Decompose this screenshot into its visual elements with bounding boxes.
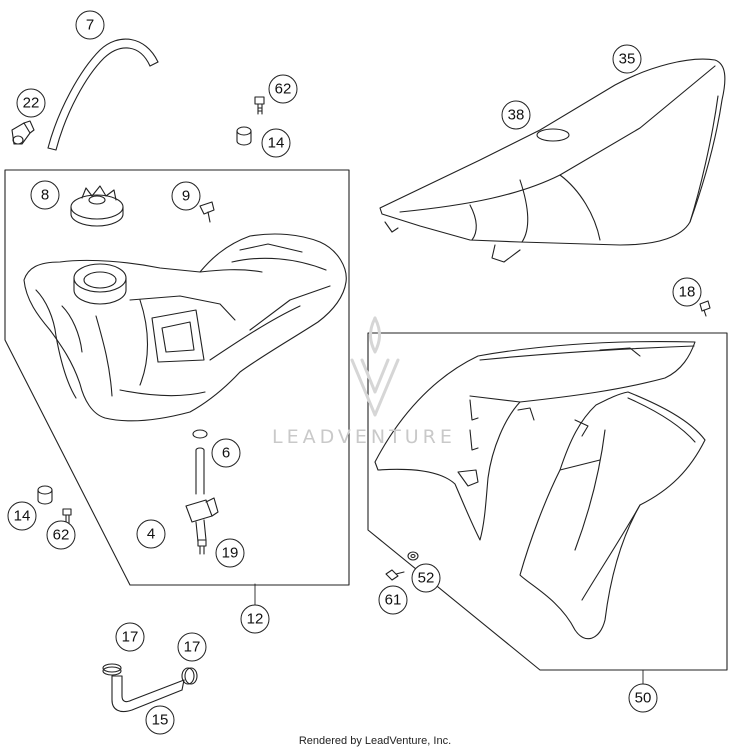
o-ring-part-6	[192, 429, 208, 439]
svg-text:50: 50	[635, 690, 652, 707]
fuel-cap-part-8	[70, 185, 124, 227]
bolt-part-19	[197, 539, 207, 555]
svg-text:17: 17	[122, 629, 139, 646]
callout-14-top: 14	[261, 128, 291, 158]
fuel-hose-part-15	[111, 675, 185, 713]
svg-text:7: 7	[86, 17, 94, 34]
screw-part-61	[385, 569, 405, 581]
callout-38: 38	[501, 100, 531, 130]
bushing-part-14-top	[236, 126, 252, 146]
svg-text:18: 18	[679, 284, 696, 301]
svg-text:62: 62	[275, 81, 292, 98]
callout-15: 15	[145, 705, 175, 735]
svg-text:9: 9	[182, 188, 190, 205]
svg-text:14: 14	[268, 135, 285, 152]
screw-part-9	[199, 201, 215, 223]
radiator-shroud-left-part-50	[374, 341, 696, 541]
bushing-part-14-left	[37, 485, 53, 505]
radiator-shroud-right-part-50	[519, 391, 706, 640]
callout-62-left: 62	[46, 520, 76, 550]
callout-62-top: 62	[268, 74, 298, 104]
hose-clamp-part-17-left	[102, 663, 122, 676]
callout-19: 19	[215, 538, 245, 568]
svg-text:6: 6	[222, 445, 230, 462]
callout-7: 7	[75, 10, 105, 40]
svg-text:19: 19	[222, 545, 239, 562]
callout-17-right: 17	[177, 632, 207, 662]
breather-hose-part-7	[47, 38, 159, 151]
hose-clamp-part-17-right	[181, 667, 198, 685]
svg-text:35: 35	[619, 51, 636, 68]
screw-part-18	[699, 300, 711, 317]
fuel-tank-part-12	[23, 233, 347, 422]
svg-text:17: 17	[184, 639, 201, 656]
callout-50: 50	[628, 683, 658, 713]
callout-18: 18	[672, 277, 702, 307]
callout-35: 35	[612, 44, 642, 74]
svg-text:62: 62	[53, 527, 70, 544]
leader-lines	[254, 583, 644, 685]
svg-text:52: 52	[418, 570, 435, 587]
render-credit-footer: Rendered by LeadVenture, Inc.	[298, 735, 452, 747]
svg-text:61: 61	[385, 592, 402, 609]
callout-22: 22	[16, 88, 46, 118]
callout-17-left: 17	[115, 622, 145, 652]
elbow-fitting-part-22	[11, 120, 35, 145]
callout-8: 8	[30, 180, 60, 210]
callout-61: 61	[378, 585, 408, 615]
washer-part-52	[407, 551, 419, 561]
leadventure-watermark-logo	[350, 316, 400, 417]
group-bracket-12	[4, 169, 350, 586]
svg-text:12: 12	[247, 611, 264, 628]
svg-text:38: 38	[508, 107, 525, 124]
screw-part-62-top	[254, 96, 265, 115]
svg-text:8: 8	[41, 187, 49, 204]
seat-patch-part-38	[536, 128, 570, 142]
svg-text:15: 15	[152, 712, 169, 729]
leadventure-watermark-text: LEADVENTURE	[272, 426, 456, 448]
seat-part-35	[379, 58, 726, 263]
svg-text:4: 4	[147, 526, 155, 543]
callout-52: 52	[411, 563, 441, 593]
callout-6: 6	[211, 438, 241, 468]
svg-text:14: 14	[14, 508, 31, 525]
group-bracket-50	[367, 332, 728, 671]
callout-9: 9	[171, 181, 201, 211]
callout-12: 12	[240, 604, 270, 634]
callout-4: 4	[136, 519, 166, 549]
fuel-tap-part-4	[185, 447, 219, 543]
svg-text:22: 22	[23, 95, 40, 112]
callout-14-left: 14	[7, 501, 37, 531]
